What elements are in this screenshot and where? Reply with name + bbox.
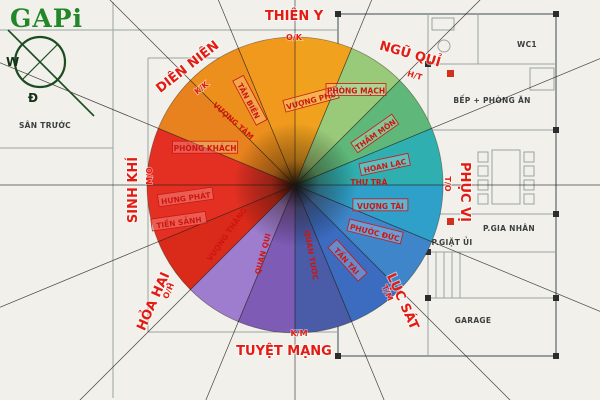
room-label-4: P.GIẶT ỦI xyxy=(431,237,472,247)
ray-line xyxy=(0,62,296,186)
door-markers xyxy=(447,70,454,225)
ray-line xyxy=(0,184,296,308)
ray-line xyxy=(217,0,296,186)
sector-label-4: THƯ TRÀ xyxy=(351,178,388,187)
room-label-5: GARAGE xyxy=(455,316,492,325)
sector-label-box xyxy=(325,83,387,96)
compass-letter-east: Đ xyxy=(28,91,38,105)
chair xyxy=(477,151,489,163)
direction-name: SINH KHÍ xyxy=(125,157,141,223)
sector-label-text: THƯ TRÀ xyxy=(351,178,388,187)
sector-label-box xyxy=(350,113,400,154)
compass-needle-line xyxy=(7,29,95,117)
chair xyxy=(523,151,535,163)
sector-label-box xyxy=(327,238,368,282)
direction-name: THIÊN Y xyxy=(265,8,324,24)
compass-circle xyxy=(13,35,67,89)
ray-line xyxy=(79,184,296,400)
sector-label-5: VƯỢNG TÀI xyxy=(352,198,409,212)
sector-label-1: PHÒNG MẠCH xyxy=(325,83,387,96)
direction-name: PHỤC VỊ xyxy=(457,162,472,222)
sector-label-box xyxy=(172,140,239,154)
chair xyxy=(477,193,489,205)
direction-code: K/M xyxy=(290,329,307,338)
room-label-1: WC1 xyxy=(517,40,537,49)
dining-table xyxy=(491,149,521,205)
ray-line xyxy=(294,0,481,186)
direction-0: THIÊN Y O/K xyxy=(264,7,325,43)
direction-code: T/O xyxy=(443,176,452,191)
sink xyxy=(431,17,455,31)
ray-line xyxy=(294,184,385,400)
room-label-0: SÂN TRƯỚC xyxy=(19,121,71,130)
ray-line xyxy=(294,184,600,312)
sector-label-box xyxy=(358,152,411,176)
toilet xyxy=(437,39,451,53)
direction-name: TUYỆT MẠNG xyxy=(236,343,332,359)
chair xyxy=(523,165,535,177)
ray-line xyxy=(294,0,373,186)
sector-label-box xyxy=(282,85,340,113)
ray-line xyxy=(205,184,296,400)
direction-4: TUYỆT MẠNG K/M xyxy=(235,328,333,360)
ray-line xyxy=(294,58,600,186)
sector-label-text: PHÒNG MẠCH xyxy=(327,87,385,96)
chair xyxy=(477,165,489,177)
compass-cross-line xyxy=(21,43,59,81)
logo: GAPi xyxy=(10,4,83,33)
room-label-3: P.GIA NHÂN xyxy=(483,224,535,233)
ray-line xyxy=(294,184,511,400)
room-label-2: BẾP + PHÒNG ĂN xyxy=(453,95,530,105)
direction-2: PHỤC VỊ T/O xyxy=(442,161,473,223)
compass-rose: W Đ xyxy=(6,29,95,117)
sector-label-text: PHÒNG KHÁCH xyxy=(174,144,237,153)
ray-line xyxy=(109,0,296,186)
direction-code: O/K xyxy=(286,33,303,42)
sector-label-box xyxy=(157,186,215,208)
sector-label-box xyxy=(346,218,404,245)
sector-label-text: VƯỢNG TÀI xyxy=(357,202,404,211)
sector-label-box xyxy=(352,198,409,212)
direction-code: M/O xyxy=(145,167,154,185)
logo-text: GAPi xyxy=(10,4,83,33)
sector-label-box xyxy=(150,210,208,232)
sector-label-box xyxy=(232,74,268,126)
sector-label-13: PHÒNG KHÁCH xyxy=(172,140,239,154)
direction-6: SINH KHÍ M/O xyxy=(124,156,155,224)
compass-letter-west: W xyxy=(6,55,19,69)
chair xyxy=(523,193,535,205)
fridge xyxy=(529,67,555,91)
